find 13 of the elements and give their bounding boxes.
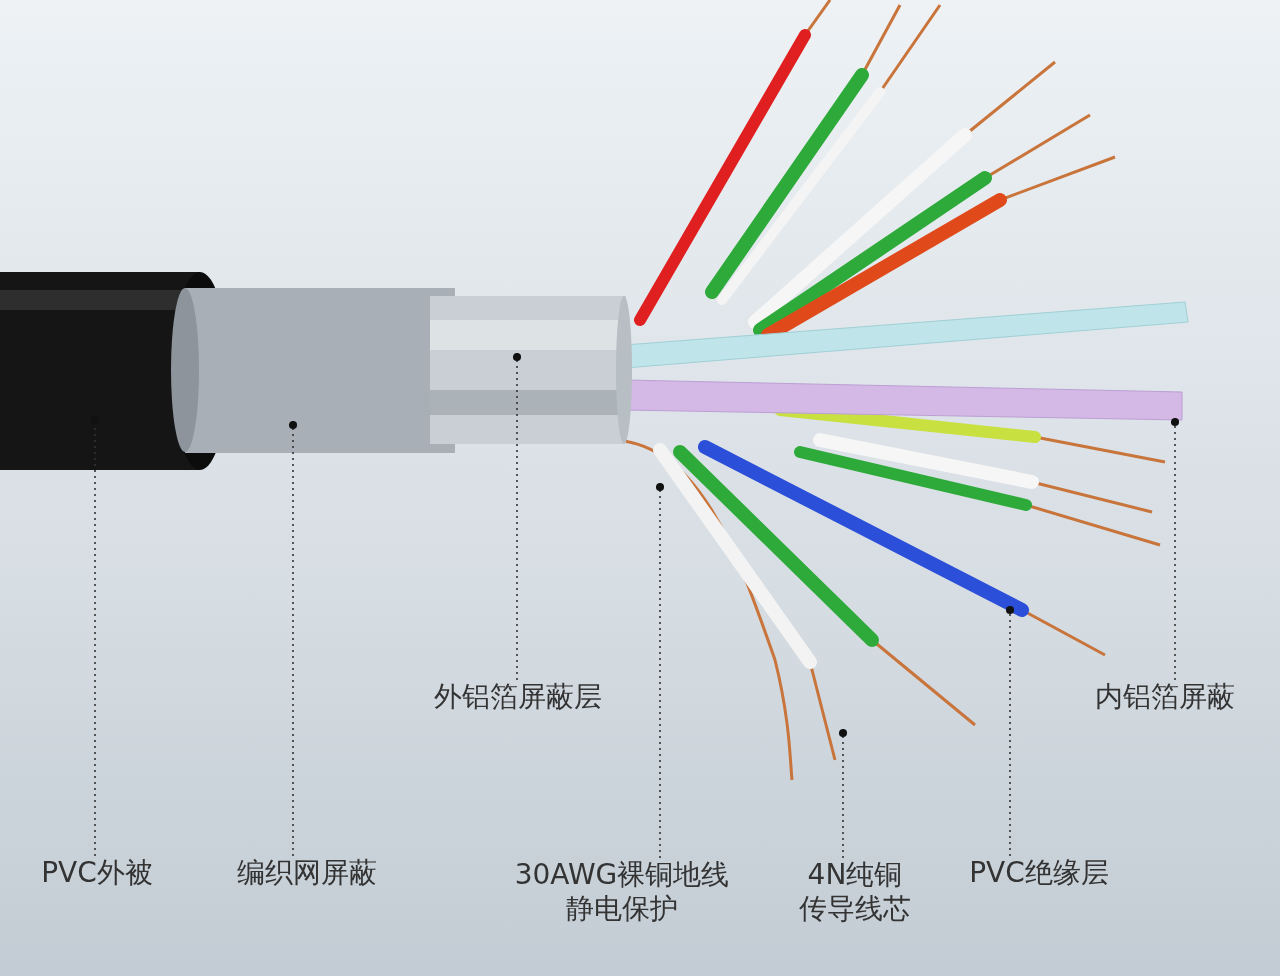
part-label: 内铝箔屏蔽 [1075,680,1255,714]
leader-line [838,728,848,859]
part-label: PVC外被 [22,856,172,890]
part-label: 30AWG裸铜地线静电保护 [511,858,733,926]
part-label: PVC绝缘层 [954,856,1124,890]
leader-line [1170,417,1180,681]
part-label: 4N纯铜传导线芯 [796,858,914,926]
part-label: 编织网屏蔽 [217,856,397,890]
leader-line [512,352,522,681]
part-label: 外铝箔屏蔽层 [413,680,623,714]
leader-line [288,420,298,857]
leader-line [655,482,665,859]
leader-line [1005,605,1015,857]
